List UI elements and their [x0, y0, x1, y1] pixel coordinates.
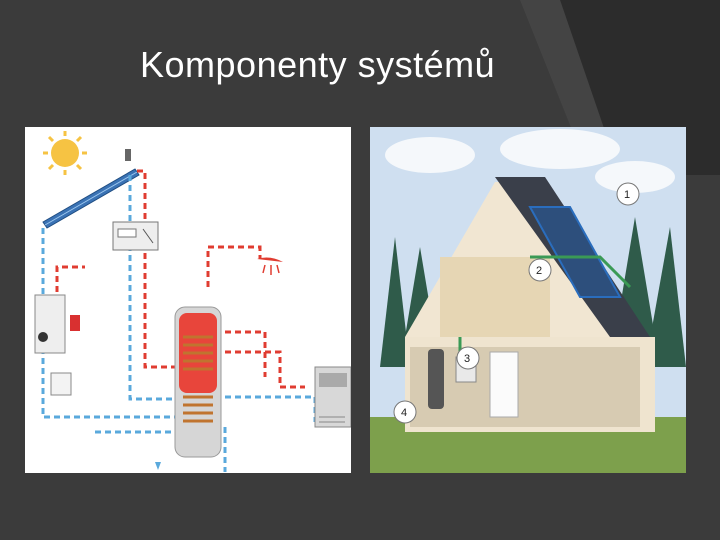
house-illustration: 1 2 3 4 [370, 127, 686, 473]
pump-station [34, 294, 80, 396]
callout-3: 3 [456, 346, 480, 370]
svg-text:2: 2 [536, 265, 542, 277]
solar-collector [42, 168, 140, 229]
controller-unit [112, 221, 159, 251]
svg-text:1: 1 [624, 189, 630, 201]
sun-icon [43, 131, 87, 175]
callout-2: 2 [528, 258, 552, 282]
slide-title: Komponenty systémů [140, 44, 496, 85]
drain-icon [155, 462, 161, 470]
cloud-shape [385, 129, 675, 193]
hot-water-tank [174, 306, 222, 458]
callout-1: 1 [616, 182, 640, 206]
house-cutaway [405, 177, 655, 432]
tree-background [380, 217, 686, 367]
solar-system-diagram [25, 127, 351, 473]
expansion-vessel [70, 315, 80, 331]
callout-4: 4 [393, 400, 417, 424]
hot-water-pipe [55, 169, 305, 389]
boiler-unit [314, 366, 351, 428]
air-vent [125, 149, 131, 161]
antifreeze-container [50, 372, 72, 396]
svg-text:4: 4 [401, 407, 407, 419]
svg-text:3: 3 [464, 353, 470, 365]
shower-head-icon [257, 257, 283, 275]
